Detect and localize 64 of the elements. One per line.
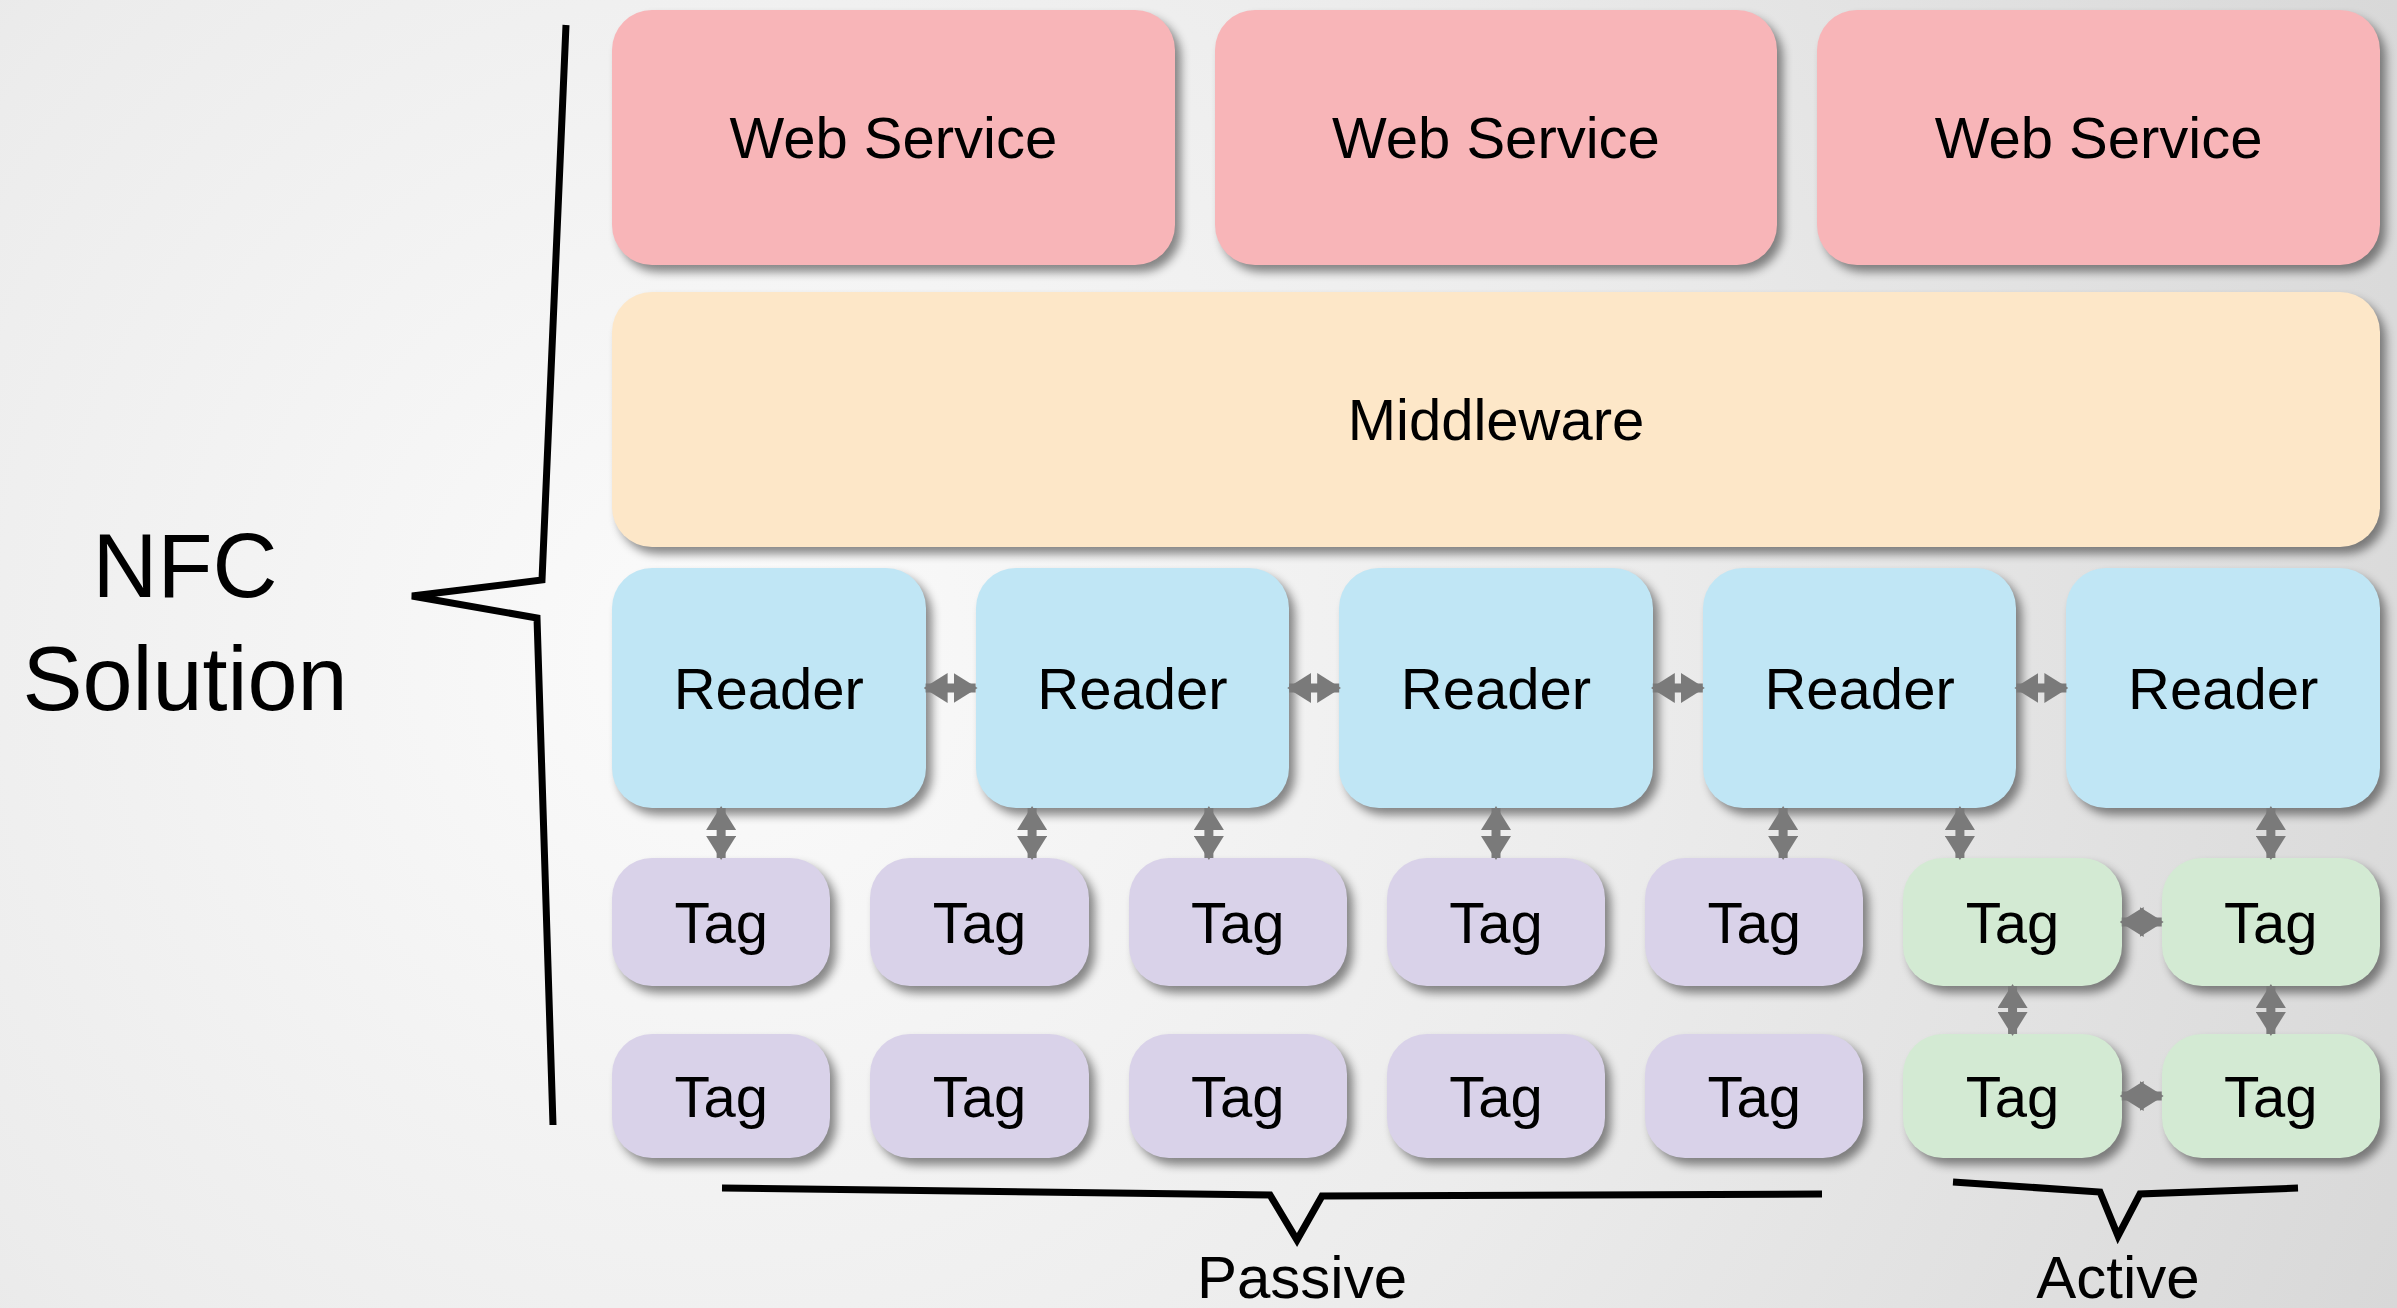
- double-arrow: [2255, 984, 2286, 1036]
- double-arrow: [2255, 806, 2286, 860]
- reader-box: [1702, 568, 2017, 808]
- double-arrow: [1193, 806, 1224, 860]
- double-arrow: [1287, 673, 1342, 703]
- node-label: Tag: [1190, 888, 1285, 956]
- tag-box: [1386, 1034, 1606, 1158]
- tag-box: [1645, 858, 1864, 986]
- tag-box: [1386, 858, 1606, 986]
- node-label: Web Service: [729, 104, 1058, 171]
- reader-box: [1339, 568, 1653, 808]
- tag-box: [2161, 858, 2380, 986]
- double-arrow: [1017, 806, 1048, 860]
- node-label: Reader: [673, 654, 864, 722]
- bracket-label: Active: [2035, 1243, 2201, 1308]
- bracket-label: Passive: [1195, 1243, 1409, 1308]
- node-label: Tag: [1190, 1062, 1285, 1130]
- node-label: Reader: [1764, 654, 1955, 722]
- node-label: Tag: [1449, 1062, 1543, 1130]
- node-label: Tag: [1707, 1062, 1802, 1130]
- tag-box: [1903, 858, 2122, 986]
- tag-box: [870, 858, 1089, 986]
- tag-box: [612, 1034, 831, 1158]
- node-label: Tag: [2224, 888, 2318, 956]
- node-label: Reader: [1037, 654, 1228, 722]
- reader-box: [975, 568, 1290, 808]
- node-label: Tag: [932, 1062, 1027, 1130]
- node-label: Reader: [1400, 654, 1592, 722]
- node-label: Web Service: [1332, 104, 1660, 171]
- node-label: Reader: [2128, 654, 2319, 722]
- node-label: Web Service: [1934, 104, 2263, 171]
- tag-box: [1645, 1034, 1864, 1158]
- node-label: Tag: [1965, 888, 2060, 956]
- double-arrow: [923, 673, 978, 703]
- double-arrow: [1997, 984, 2028, 1036]
- tag-box: [2161, 1034, 2380, 1158]
- double-arrow: [706, 806, 737, 860]
- node-label: Tag: [674, 888, 768, 956]
- double-arrow: [1650, 673, 1705, 703]
- side-label: NFC Solution: [21, 515, 349, 731]
- double-arrow: [1481, 806, 1511, 860]
- service-box: [1817, 10, 2380, 265]
- node-label: Tag: [1965, 1062, 2060, 1130]
- service-box: [612, 10, 1175, 265]
- double-arrow: [2014, 673, 2069, 703]
- service-box: [1214, 10, 1778, 265]
- tag-box: [612, 858, 831, 986]
- reader-box: [2066, 568, 2380, 808]
- node-label: Middleware: [1347, 386, 1645, 453]
- node-label: Tag: [1707, 888, 1802, 956]
- node-label: Tag: [674, 1062, 768, 1130]
- double-arrow: [2119, 1081, 2164, 1111]
- tag-box: [1128, 1034, 1347, 1158]
- tag-box: [870, 1034, 1089, 1158]
- tag-box: [1128, 858, 1347, 986]
- node-label: Tag: [932, 888, 1027, 956]
- double-arrow: [2119, 907, 2164, 937]
- double-arrow: [1944, 806, 1975, 860]
- reader-box: [612, 568, 926, 808]
- double-arrow: [1768, 806, 1799, 860]
- node-label: Tag: [1449, 888, 1543, 956]
- node-label: Tag: [2224, 1062, 2318, 1130]
- tag-box: [1903, 1034, 2122, 1158]
- middleware-box: [612, 292, 2380, 547]
